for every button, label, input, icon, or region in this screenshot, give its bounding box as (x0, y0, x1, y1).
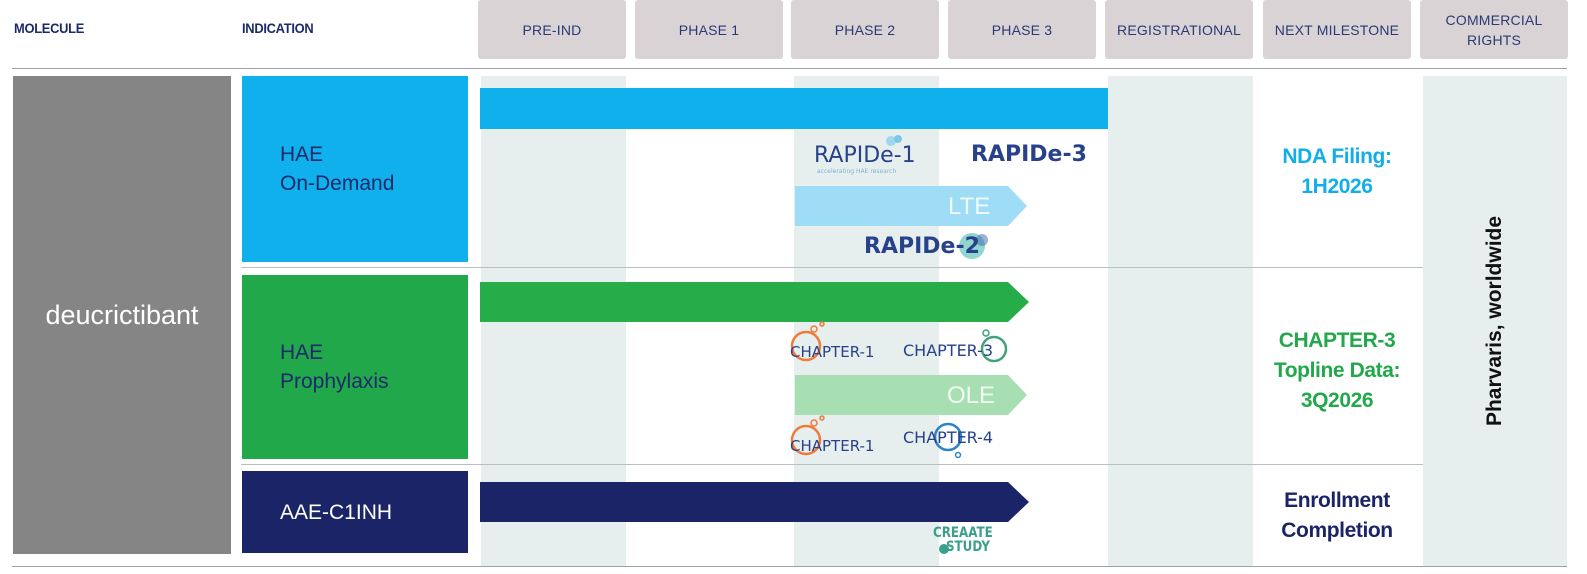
milestone-hae-prophylaxis: CHAPTER-3 Topline Data: 3Q2026 (1258, 326, 1416, 416)
indication-line2: Prophylaxis (280, 370, 389, 393)
trial-name: RAPIDe-1 (814, 143, 916, 168)
chapter1-bubbles-icon (790, 330, 822, 362)
milestone-hae-on-demand: NDA Filing: 1H2026 (1258, 142, 1416, 202)
trial-logo-chapter-1-ole: CHAPTER-1 (790, 437, 874, 455)
header-commercial-line1: COMMERCIAL (1445, 11, 1543, 28)
trial-name: CHAPTER-3 (903, 341, 994, 360)
milestone-line2: Topline Data: (1273, 359, 1401, 382)
indication-hae-on-demand: HAE On-Demand (242, 76, 468, 262)
header-indication: INDICATION (242, 20, 314, 36)
commercial-rights-cell: Pharvaris, worldwide (1423, 76, 1567, 566)
header-pre-ind: PRE-IND (478, 0, 626, 59)
milestone-line1: NDA Filing: (1282, 145, 1392, 168)
trial-name: CHAPTER-1 (790, 343, 875, 361)
molecule-name: deucrictibant (45, 299, 199, 330)
milestone-line1: CHAPTER-3 (1278, 329, 1396, 352)
milestone-line2: 1H2026 (1301, 175, 1373, 198)
trial-name: CHAPTER-1 (790, 437, 875, 455)
trial-logo-chapter-4: CHAPTER-4 (903, 428, 993, 447)
trial-logo-rapide-1-subtitle: accelerating HAE research (817, 168, 897, 175)
trial-logo-chapter-1: CHAPTER-1 (790, 343, 874, 361)
bar-hae-on-demand (480, 88, 1108, 129)
milestone-aae-c1inh: Enrollment Completion (1258, 486, 1416, 546)
trial-logo-rapide-2: RAPIDe-2 (864, 234, 980, 259)
header-divider (12, 68, 1567, 69)
molecule-box: deucrictibant (13, 76, 231, 554)
commercial-rights-text: Pharvaris, worldwide (1483, 215, 1507, 427)
bottom-divider (12, 566, 1567, 567)
indication-line1: AAE-C1INH (280, 500, 393, 524)
header-molecule: MOLECULE (14, 20, 85, 36)
indication-line1: HAE (280, 341, 324, 364)
indication-line2: On-Demand (280, 172, 395, 195)
header-commercial-rights: COMMERCIAL RIGHTS (1420, 0, 1568, 59)
creaate-leaf-icon (939, 544, 949, 554)
row-divider-2 (241, 464, 1423, 465)
header-phase-1: PHASE 1 (635, 0, 783, 59)
trial-logo-creaate: CREAATE STUDY (933, 526, 993, 554)
chapter3-ring-icon (980, 335, 1008, 363)
indication-hae-prophylaxis: HAE Prophylaxis (242, 275, 468, 459)
bar-hae-on-demand-lte (795, 186, 1027, 226)
header-commercial-line2: RIGHTS (1466, 31, 1522, 48)
trial-name: RAPIDe-2 (864, 234, 980, 259)
header-phase-2: PHASE 2 (791, 0, 939, 59)
trial-name: RAPIDe-3 (971, 142, 1087, 167)
trial-name-line2: STUDY (945, 539, 990, 555)
header-registrational: REGISTRATIONAL (1105, 0, 1253, 59)
header-next-milestone: NEXT MILESTONE (1263, 0, 1411, 59)
header-phase-3: PHASE 3 (948, 0, 1096, 59)
indication-line1: HAE (280, 143, 324, 166)
bar-aae-c1inh (480, 482, 1029, 522)
ole-label: OLE (947, 382, 996, 409)
chapter4-ring-icon (933, 422, 963, 452)
lte-label: LTE (948, 193, 991, 220)
trial-name: CHAPTER-4 (903, 428, 994, 447)
trial-name-line1: CREAATE (933, 525, 993, 541)
trial-logo-chapter-3: CHAPTER-3 (903, 341, 993, 360)
chapter1-bubbles-icon-2 (790, 424, 822, 456)
shade-registrational (1108, 76, 1253, 566)
trial-logo-rapide-3: RAPIDe-3 (971, 142, 1087, 167)
indication-aae-c1inh: AAE-C1INH (242, 471, 468, 553)
shade-commercial (1423, 76, 1567, 566)
rapide1-butterfly-icon (886, 136, 896, 146)
bar-hae-prophylaxis (480, 282, 1029, 322)
milestone-line2: Completion (1281, 519, 1393, 542)
row-divider-1 (241, 267, 1423, 268)
milestone-line3: 3Q2026 (1300, 389, 1374, 412)
bar-hae-prophylaxis-ole (795, 375, 1027, 415)
milestone-line1: Enrollment (1284, 489, 1390, 512)
trial-logo-rapide-1: RAPIDe-1 (814, 143, 916, 168)
